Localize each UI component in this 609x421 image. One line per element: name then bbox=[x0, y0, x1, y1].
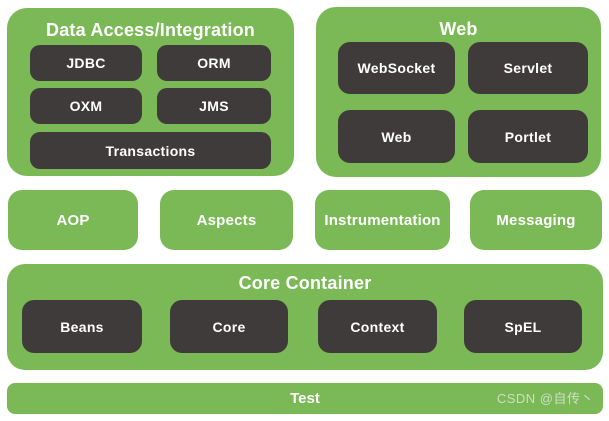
module-jdbc: JDBC bbox=[30, 45, 142, 81]
module-beans: Beans bbox=[22, 300, 142, 353]
module-orm: ORM bbox=[157, 45, 271, 81]
bar-test-label: Test bbox=[290, 390, 320, 407]
module-spel: SpEL bbox=[464, 300, 582, 353]
block-messaging: Messaging bbox=[470, 190, 602, 250]
panel-web: Web WebSocket Servlet Web Portlet bbox=[316, 7, 601, 177]
module-portlet: Portlet bbox=[468, 110, 588, 163]
panel-data-access-title: Data Access/Integration bbox=[46, 20, 255, 40]
block-instrumentation: Instrumentation bbox=[315, 190, 450, 250]
module-websocket: WebSocket bbox=[338, 42, 455, 94]
module-jms: JMS bbox=[157, 88, 271, 124]
module-core: Core bbox=[170, 300, 288, 353]
panel-core-container-title: Core Container bbox=[238, 273, 372, 293]
block-aop: AOP bbox=[8, 190, 138, 250]
module-servlet: Servlet bbox=[468, 42, 588, 94]
module-oxm: OXM bbox=[30, 88, 142, 124]
panel-data-access: Data Access/Integration JDBC ORM OXM JMS… bbox=[7, 8, 294, 176]
module-context: Context bbox=[318, 300, 437, 353]
module-web: Web bbox=[338, 110, 455, 163]
block-aspects: Aspects bbox=[160, 190, 293, 250]
bar-test: Test CSDN @自传丶 bbox=[7, 383, 603, 414]
module-transactions: Transactions bbox=[30, 132, 271, 169]
panel-web-title: Web bbox=[439, 19, 478, 39]
panel-core-container: Core Container Beans Core Context SpEL bbox=[7, 264, 603, 370]
watermark: CSDN @自传丶 bbox=[496, 391, 594, 406]
